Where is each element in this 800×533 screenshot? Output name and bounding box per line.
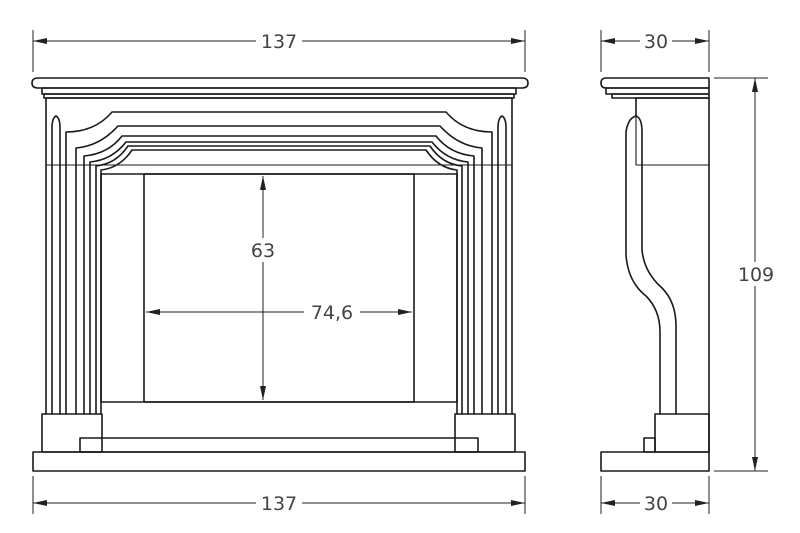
side-corbel-outer (625, 115, 661, 415)
arch-molding-5 (95, 145, 463, 415)
dim-total-height: 109 (714, 77, 778, 472)
right-pilaster-flute (497, 115, 507, 415)
side-body (635, 97, 710, 453)
base-slab (32, 451, 526, 472)
side-plinth (654, 413, 710, 453)
side-mantel-shelf (600, 77, 710, 89)
dim-side-bottom-label: 30 (644, 493, 668, 515)
left-pilaster-flute (51, 115, 61, 415)
dim-opening-width: 74,6 (146, 301, 412, 324)
side-hearth-step (643, 437, 656, 453)
dim-front-top-label: 137 (261, 31, 297, 53)
mantel-shelf (31, 77, 529, 89)
side-molding-1 (605, 87, 710, 95)
firebox-surround (100, 173, 458, 403)
arch-molding-3 (83, 135, 475, 415)
dim-side-top: 30 (600, 30, 710, 72)
arch-molding-2 (75, 125, 483, 415)
dim-total-height-label: 109 (738, 264, 774, 286)
arch-molding-4 (89, 141, 469, 415)
frieze-outline (45, 97, 513, 415)
dim-front-top: 137 (32, 30, 526, 72)
dim-opening-width-label: 74,6 (311, 302, 353, 324)
front-view (31, 77, 529, 472)
dim-front-bottom: 137 (32, 476, 526, 515)
arch-molding-outer (65, 111, 493, 415)
right-plinth (454, 413, 516, 453)
dim-side-top-label: 30 (644, 31, 668, 53)
dim-front-bottom-label: 137 (261, 493, 297, 515)
side-corbel-inner (635, 115, 677, 415)
arch-molding-6 (100, 149, 458, 415)
firebox-back-panel (143, 173, 415, 403)
dim-opening-height: 63 (246, 176, 280, 400)
hearth-step (79, 437, 479, 453)
side-base-slab (600, 451, 710, 472)
dim-side-bottom: 30 (600, 476, 710, 515)
side-view (600, 77, 710, 472)
left-plinth (41, 413, 103, 453)
mantel-molding-1 (41, 87, 517, 95)
dim-opening-height-label: 63 (251, 240, 275, 262)
